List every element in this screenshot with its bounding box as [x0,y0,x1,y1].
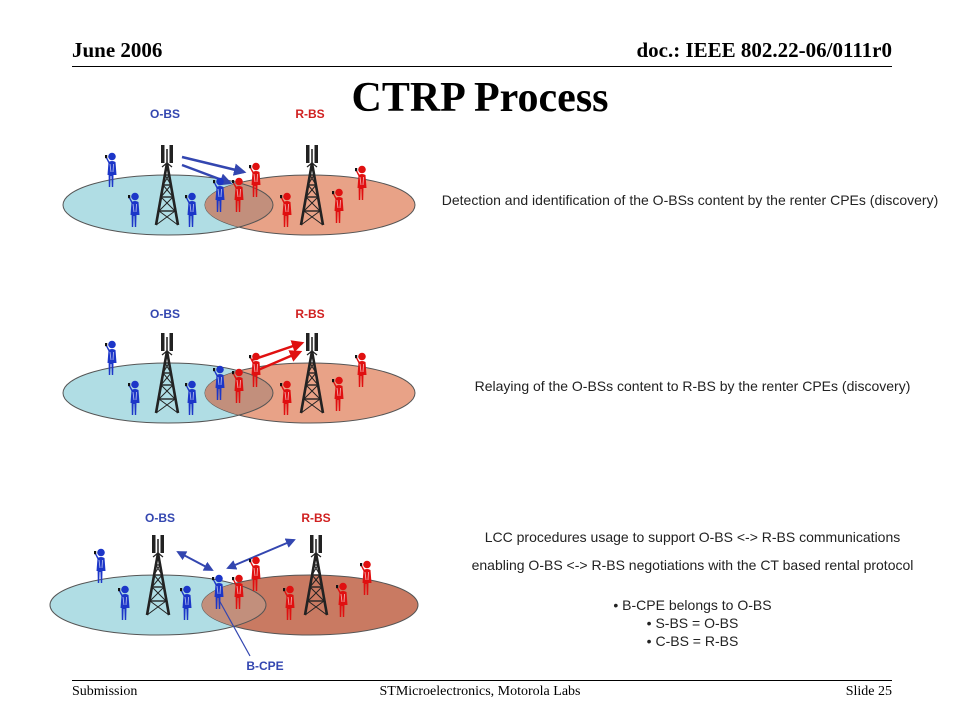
panel-3-bullets: • B-CPE belongs to O-BS • S-BS = O-BS • … [420,596,960,650]
relay-arrow-2b [257,350,303,372]
panel-2-description: Relaying of the O-BSs content to R-BS by… [474,378,911,394]
bullet-item: • S-BS = O-BS [646,615,739,631]
obs-label-2: O-BS [150,307,180,321]
panel-2: O-BS R-BS [62,307,416,424]
footer-rule [72,680,892,681]
footer-authors: STMicroelectronics, Motorola Labs [379,684,581,699]
header-doc-id: doc.: IEEE 802.22-06/0111r0 [636,38,892,62]
header-date: June 2006 [72,38,163,62]
lcc-arrow-obs [176,551,214,571]
panel-1: O-BS R-BS [62,107,416,236]
slide-title: CTRP Process [351,75,609,121]
rbs-label-1: R-BS [295,107,324,121]
header-rule [72,66,892,67]
lcc-arrow-rbs [226,538,296,570]
bullet-item: • B-CPE belongs to O-BS [613,597,772,613]
obs-label-3: O-BS [145,511,175,525]
footer-slide-number: Slide 25 [845,684,892,699]
bcpe-pointer [218,599,251,657]
discovery-arrow-1a [181,155,247,176]
panel-3: O-BS R-BS B-CPE [49,511,419,673]
bcpe-label: B-CPE [246,659,283,673]
blue-user-icon [93,548,106,584]
rbs-label-2: R-BS [295,307,324,321]
footer-submission: Submission [72,684,138,699]
panel-3-description-line-2: enabling O-BS <-> R-BS negotiations with… [471,557,914,573]
obs-label-1: O-BS [150,107,180,121]
relay-arrow-2a [251,340,305,362]
panel-1-description: Detection and identification of the O-BS… [441,192,939,208]
rbs-label-3: R-BS [301,511,330,525]
panel-3-description-line-1: LCC procedures usage to support O-BS <->… [484,529,901,545]
bullet-item: • C-BS = R-BS [646,633,739,649]
